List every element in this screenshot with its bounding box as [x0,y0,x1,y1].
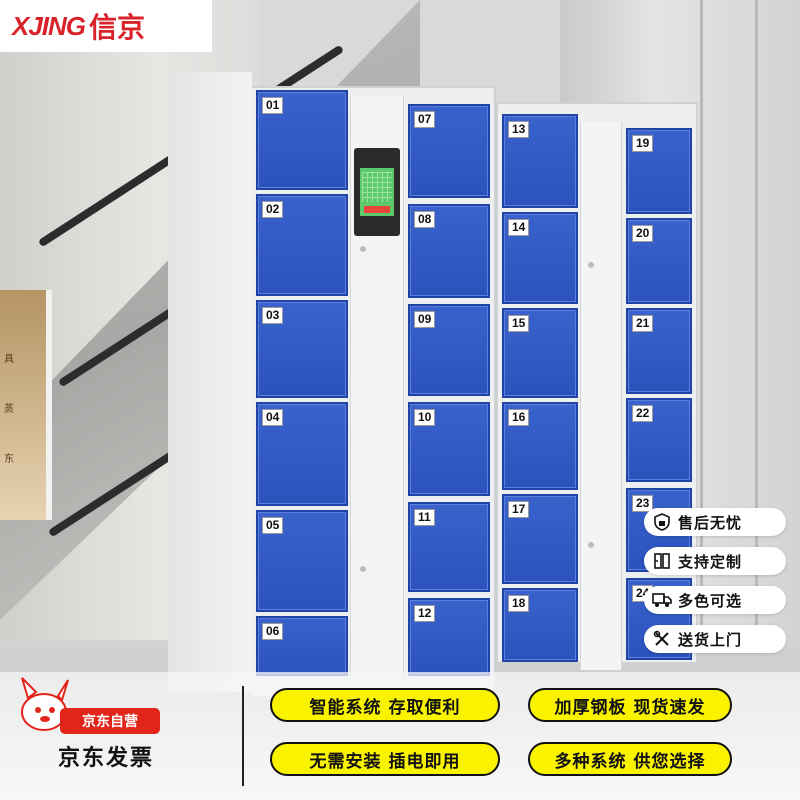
locker-number: 05 [262,517,284,534]
locker-number: 20 [632,225,654,242]
locker-door[interactable]: 16 [502,402,578,490]
feature-item: 售后无忧 [644,508,786,536]
locker-number: 16 [508,409,530,426]
locker-number: 10 [414,409,436,426]
locker-door[interactable]: 15 [502,308,578,398]
jd-invoice-label: 京东发票 [58,746,155,771]
locker-number: 02 [262,201,284,218]
locker-door[interactable]: 06 [256,616,348,676]
feature-label: 支持定制 [678,552,743,571]
storage-column [580,122,622,670]
pillar-seam [755,0,758,800]
brand-logo-cn: 信京 [89,11,146,44]
tools-icon [652,629,672,649]
locker-door[interactable]: 10 [408,402,490,496]
locker-door[interactable]: 03 [256,300,348,398]
locker-number: 09 [414,311,436,328]
locker-number: 07 [414,111,436,128]
locker-door[interactable]: 08 [408,204,490,298]
locker-door[interactable]: 18 [502,588,578,662]
locker-door[interactable]: 20 [626,218,692,304]
locker-door[interactable]: 11 [408,502,490,592]
locker-door[interactable]: 12 [408,598,490,676]
screen-keypad[interactable] [362,172,392,202]
locker-number: 22 [632,405,654,422]
locker-number: 19 [632,135,654,152]
shop-display: 具 蒸 东 [0,290,52,520]
feature-label: 售后无忧 [678,513,743,532]
pillar-seam [700,0,703,800]
ruler-icon [652,551,672,571]
locker-number: 12 [414,605,436,622]
brand-logo-en: XJING [12,10,86,41]
locker-number: 08 [414,211,436,228]
shield-icon [652,512,672,532]
locker-number: 11 [414,509,435,526]
banner-divider [242,686,244,786]
locker-door[interactable]: 09 [408,304,490,396]
screen-button[interactable] [364,206,390,213]
feature-item: 多色可选 [644,586,786,614]
feature-item: 支持定制 [644,547,786,575]
locker-door[interactable]: 13 [502,114,578,208]
brand-logo: XJING 信京 [0,0,212,52]
keyhole-icon [360,246,366,252]
feature-pill: 加厚钢板 现货速发 [528,688,732,722]
locker-door[interactable]: 19 [626,128,692,214]
locker-number: 15 [508,315,530,332]
truck-icon [652,590,672,610]
locker-door[interactable]: 01 [256,90,348,190]
locker-number: 18 [508,595,530,612]
feature-label: 多色可选 [678,591,743,610]
locker-number: 01 [262,97,284,114]
locker-number: 21 [632,315,654,332]
jd-self-run-badge: 京东自营 [60,708,160,734]
locker-door[interactable]: 04 [256,402,348,506]
locker-door[interactable]: 21 [626,308,692,394]
feature-pill: 无需安装 插电即用 [270,742,500,776]
control-screen[interactable] [354,148,400,236]
locker-door[interactable]: 22 [626,398,692,482]
locker-number: 03 [262,307,284,324]
locker-door[interactable]: 07 [408,104,490,198]
keyhole-icon [360,566,366,572]
feature-pill: 智能系统 存取便利 [270,688,500,722]
locker-number: 14 [508,219,530,236]
locker-door[interactable]: 14 [502,212,578,304]
locker-number: 13 [508,121,530,138]
locker-door[interactable]: 02 [256,194,348,296]
feature-pill: 多种系统 供您选择 [528,742,732,776]
locker-number: 17 [508,501,530,518]
feature-list: 售后无忧 支持定制 多色可选 送货上门 [644,508,786,664]
locker-door[interactable]: 05 [256,510,348,612]
feature-item: 送货上门 [644,625,786,653]
cabinet-top [168,72,252,692]
locker-number: 04 [262,409,284,426]
locker-number: 06 [262,623,284,640]
locker-door[interactable]: 17 [502,494,578,584]
locker-number: 23 [632,495,654,512]
feature-label: 送货上门 [678,630,743,649]
keyhole-icon [588,542,594,548]
keyhole-icon [588,262,594,268]
